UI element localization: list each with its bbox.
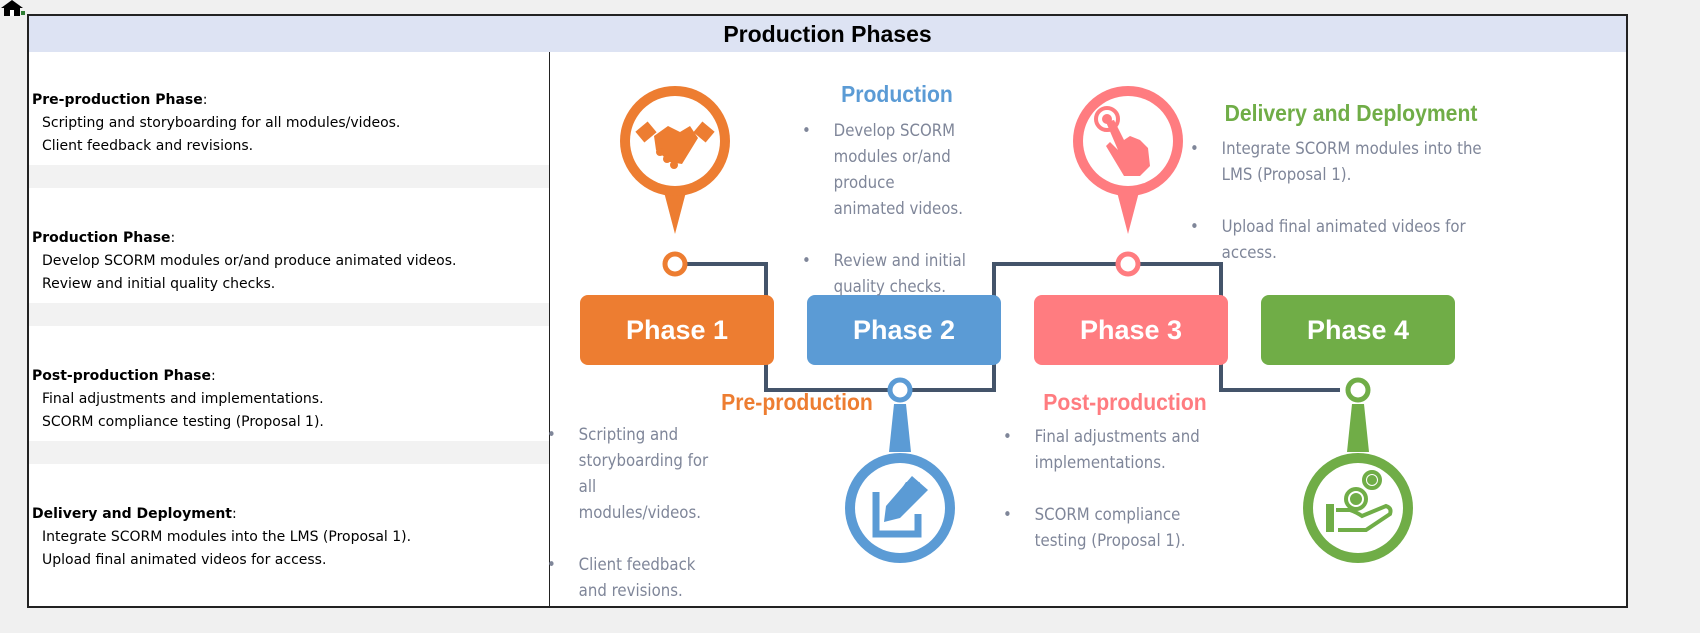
production-bullets: Develop SCORM modules or/and produce ani… (802, 118, 969, 326)
heading-colon: : (202, 92, 208, 108)
production-phases-frame: Production Phases Pre-production Phase: … (27, 14, 1628, 608)
section-heading: Production Phase (32, 230, 171, 246)
section-line: Upload final animated videos for access. (42, 552, 327, 568)
section-heading: Delivery and Deployment (32, 506, 232, 522)
summary-section-delivery: Delivery and Deployment: Integrate SCORM… (32, 503, 411, 572)
touch-hand-icon (1094, 106, 1150, 176)
coins-hand-icon (1326, 470, 1393, 532)
production-title: Production (841, 81, 953, 107)
summary-section-preproduction: Pre-production Phase: Scripting and stor… (32, 89, 400, 158)
row-separator (29, 303, 549, 326)
pre-production-title: Pre-production (721, 389, 873, 415)
heading-colon: : (170, 230, 176, 246)
summary-section-postproduction: Post-production Phase: Final adjustments… (32, 365, 324, 434)
heading-colon: : (211, 368, 216, 384)
section-heading: Pre-production Phase (32, 92, 203, 108)
row-separator (29, 165, 549, 188)
row-separator (29, 441, 549, 464)
pre-production-pin (620, 86, 730, 277)
section-line: Final adjustments and implementations. (42, 391, 324, 407)
phase-timeline-graphic: Phase 1 Phase 2 Phase 3 Phase 4 Pre-prod… (547, 52, 1626, 606)
section-line: Develop SCORM modules or/and produce ani… (42, 253, 457, 269)
bullet-item: Integrate SCORM modules into the LMS (Pr… (1190, 136, 1498, 188)
pre-production-bullets: Scripting and storyboarding for all modu… (547, 422, 714, 630)
bullet-item: Upload final animated videos for access. (1190, 214, 1498, 266)
edit-icon (872, 476, 928, 538)
delivery-title: Delivery and Deployment (1224, 100, 1478, 126)
bullet-item: Develop SCORM modules or/and produce ani… (802, 118, 969, 222)
post-production-bullets: Final adjustments and implementations. S… (1003, 424, 1214, 580)
section-heading: Post-production Phase (32, 368, 211, 384)
delivery-pin (1303, 377, 1413, 563)
home-icon[interactable] (0, 0, 26, 16)
delivery-bullets: Integrate SCORM modules into the LMS (Pr… (1190, 136, 1498, 292)
heading-colon: : (231, 506, 237, 522)
section-line: Scripting and storyboarding for all modu… (42, 115, 401, 131)
timeline-svg (620, 86, 1413, 563)
section-line: Review and initial quality checks. (42, 276, 276, 292)
phase-4-box: Phase 4 (1261, 295, 1455, 365)
bullet-item: Final adjustments and implementations. (1003, 424, 1214, 476)
summary-section-production: Production Phase: Develop SCORM modules … (32, 227, 456, 296)
handshake-icon (635, 121, 715, 169)
bullet-item: Client feedback and revisions. (547, 552, 714, 604)
section-line: SCORM compliance testing (Proposal 1). (42, 414, 324, 430)
phase-2-box: Phase 2 (807, 295, 1001, 365)
section-line: Integrate SCORM modules into the LMS (Pr… (42, 529, 412, 545)
bullet-item: Scripting and storyboarding for all modu… (547, 422, 714, 526)
bullet-item: Review and initial quality checks. (802, 248, 969, 300)
phase-summary-list: Pre-production Phase: Scripting and stor… (29, 52, 550, 606)
phase-3-box: Phase 3 (1034, 295, 1228, 365)
post-production-pin (1073, 86, 1183, 277)
section-line: Client feedback and revisions. (42, 138, 254, 154)
production-pin (845, 377, 955, 563)
phase-1-box: Phase 1 (580, 295, 774, 365)
bullet-item: SCORM compliance testing (Proposal 1). (1003, 502, 1214, 554)
page-title: Production Phases (29, 16, 1626, 52)
post-production-title: Post-production (1043, 389, 1207, 415)
